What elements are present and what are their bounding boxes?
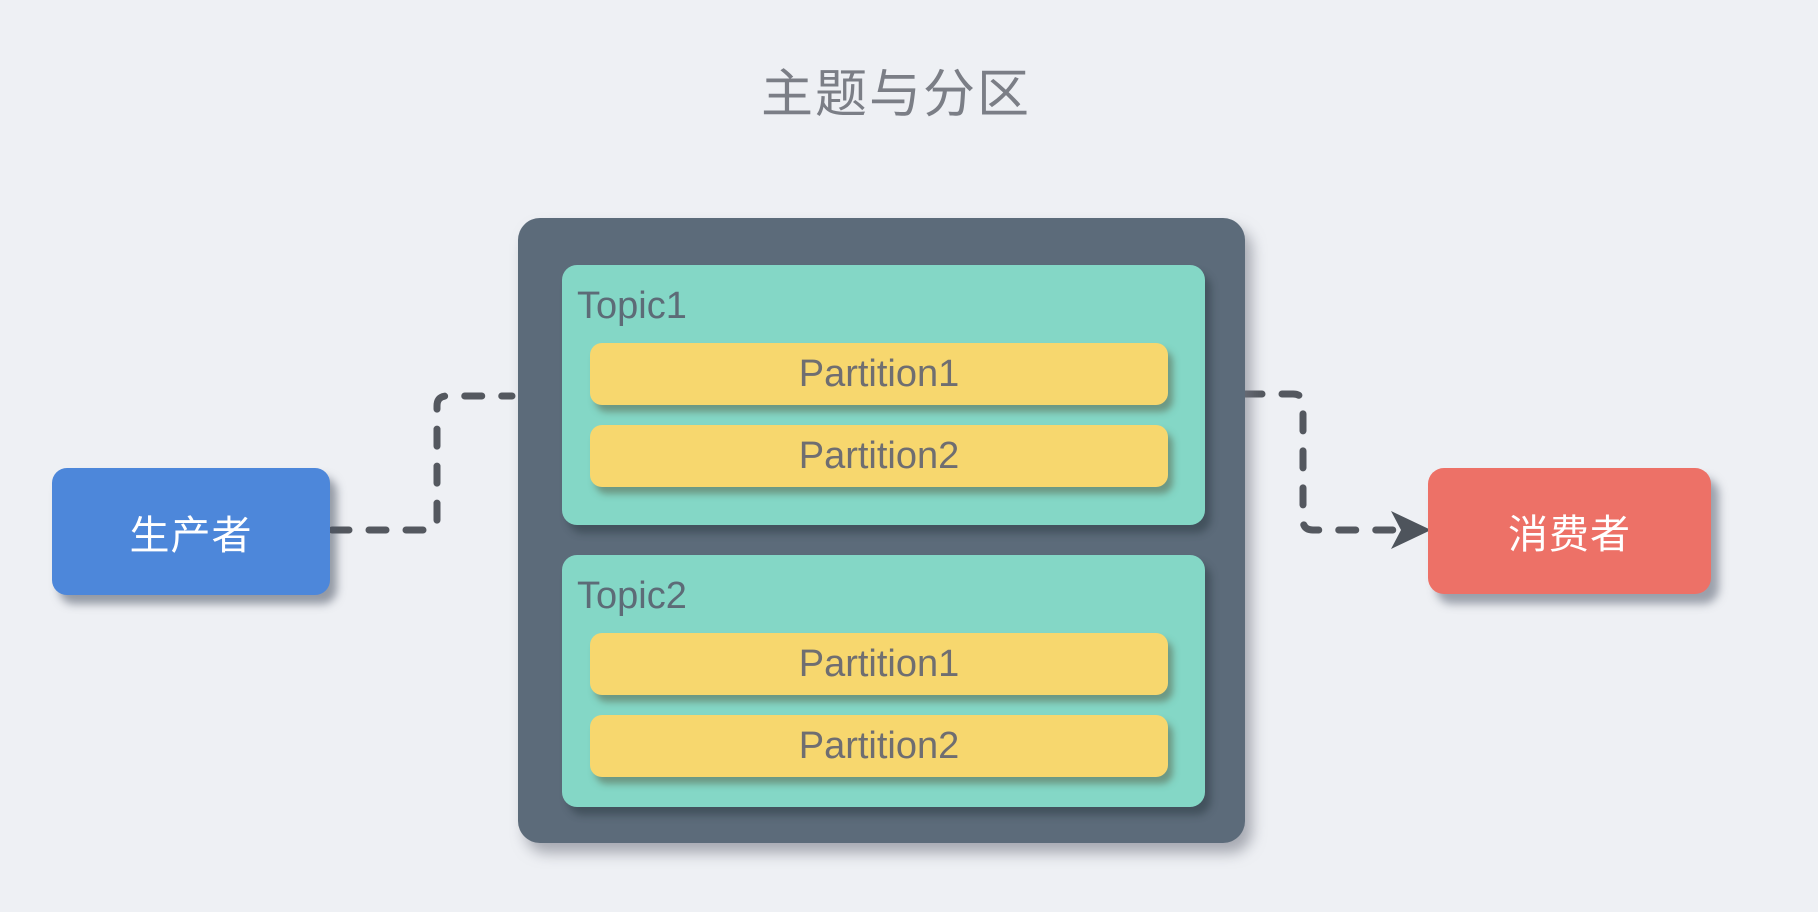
producer-node: 生产者 (52, 468, 330, 595)
consumer-node: 消费者 (1428, 468, 1711, 594)
topic1-label: Topic1 (577, 285, 687, 327)
consumer-label: 消费者 (1508, 513, 1631, 557)
topic2-label: Topic2 (577, 575, 687, 617)
producer-to-broker-arrow (328, 392, 516, 534)
partition-label: Partition1 (798, 642, 960, 685)
topic2-partition1-node: Partition1 (590, 633, 1168, 695)
broker-to-consumer-arrow (1241, 390, 1402, 534)
topic2-partition2-node: Partition2 (590, 715, 1168, 777)
consumer-arrowhead-icon (1391, 511, 1431, 549)
topic1-group: Topic1 Partition1 Partition2 (562, 265, 1205, 525)
topic1-partition1-node: Partition1 (590, 343, 1168, 405)
topic2-group: Topic2 Partition1 Partition2 (562, 555, 1205, 807)
producer-label: 生产者 (129, 513, 253, 558)
partition-label: Partition1 (798, 352, 960, 395)
page-title: 主题与分区 (760, 66, 1031, 124)
partition-label: Partition2 (798, 434, 960, 477)
topic1-partition2-node: Partition2 (590, 425, 1168, 487)
broker-container: Topic1 Partition1 Partition2 Topic2 Part… (518, 218, 1245, 843)
partition-label: Partition2 (798, 724, 960, 767)
